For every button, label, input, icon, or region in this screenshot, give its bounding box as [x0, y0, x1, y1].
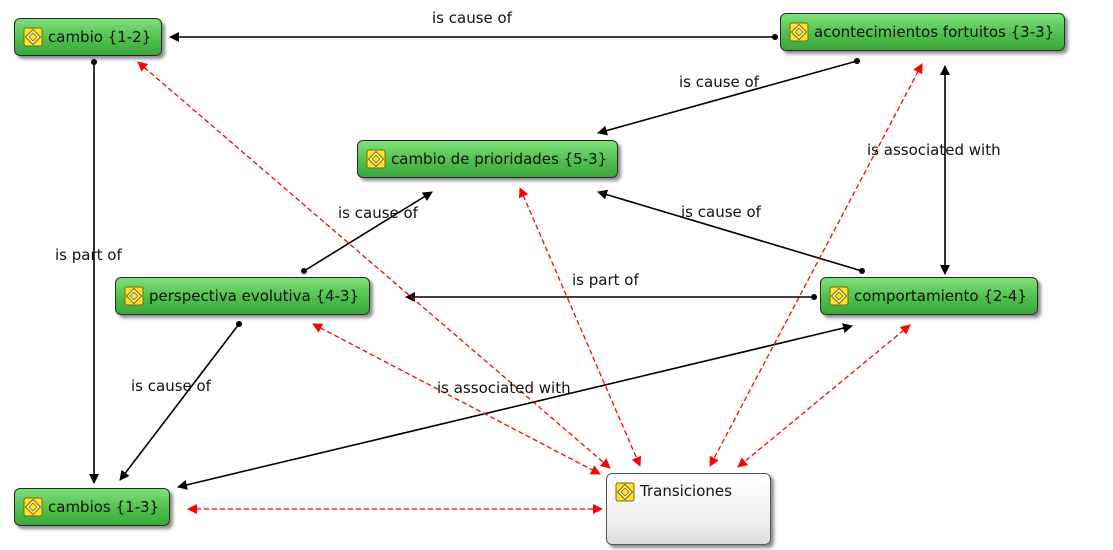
node-label: comportamiento {2-4}: [854, 287, 1027, 305]
edge-label-cause-acont-cambio: is cause of: [432, 9, 512, 27]
node-label: cambio {1-2}: [48, 28, 152, 46]
node-label: acontecimientos fortuitos {3-3}: [814, 23, 1055, 41]
edge-red-comp-transiciones[interactable]: [737, 324, 911, 468]
node-label: perspectiva evolutiva {4-3}: [149, 287, 360, 305]
black-edges: [89, 32, 950, 490]
node-cambio-de-prioridades[interactable]: cambio de prioridades {5-3}: [357, 140, 619, 178]
node-label: Transiciones: [640, 482, 732, 500]
code-diamond-icon: [829, 286, 849, 306]
edge-label-cause-persp-cambios: is cause of: [131, 377, 211, 395]
node-perspectiva-evolutiva[interactable]: perspectiva evolutiva {4-3}: [115, 277, 371, 315]
edge-label-part-comp-persp: is part of: [572, 271, 639, 289]
edge-red-prioridades-transiciones[interactable]: [518, 187, 642, 467]
edge-red-cambio-transiciones[interactable]: [137, 61, 611, 469]
code-diamond-icon: [23, 27, 43, 47]
edge-label-assoc-acont-comp: is associated with: [867, 141, 1001, 159]
edge-perspectiva-to-cambios[interactable]: [119, 323, 240, 481]
node-label: cambios {1-3}: [48, 498, 160, 516]
code-diamond-icon: [615, 482, 635, 502]
code-diamond-icon: [789, 22, 809, 42]
edge-red-perspectiva-transiciones[interactable]: [312, 323, 601, 475]
edge-label-part-cambio-cambios: is part of: [55, 246, 122, 264]
node-cambios[interactable]: cambios {1-3}: [14, 488, 171, 526]
edge-label-cause-acont-prior: is cause of: [679, 73, 759, 91]
edge-red-acont-transiciones[interactable]: [709, 63, 923, 467]
node-transiciones[interactable]: Transiciones: [606, 473, 771, 545]
edge-label-cause-comp-prior: is cause of: [681, 203, 761, 221]
node-comportamiento[interactable]: comportamiento {2-4}: [820, 277, 1038, 315]
edge-cambios-to-comp[interactable]: [177, 323, 853, 490]
node-acontecimientos-fortuitos[interactable]: acontecimientos fortuitos {3-3}: [780, 13, 1066, 51]
edge-acont-to-prioridades[interactable]: [597, 60, 858, 136]
node-label: cambio de prioridades {5-3}: [391, 150, 608, 168]
edge-label-assoc-red: is associated with: [437, 379, 571, 397]
code-diamond-icon: [366, 149, 386, 169]
code-diamond-icon: [124, 286, 144, 306]
code-diamond-icon: [23, 497, 43, 517]
red-dashed-edges: [137, 61, 923, 514]
edge-label-cause-persp-prior: is cause of: [338, 204, 418, 222]
node-cambio[interactable]: cambio {1-2}: [14, 18, 163, 56]
